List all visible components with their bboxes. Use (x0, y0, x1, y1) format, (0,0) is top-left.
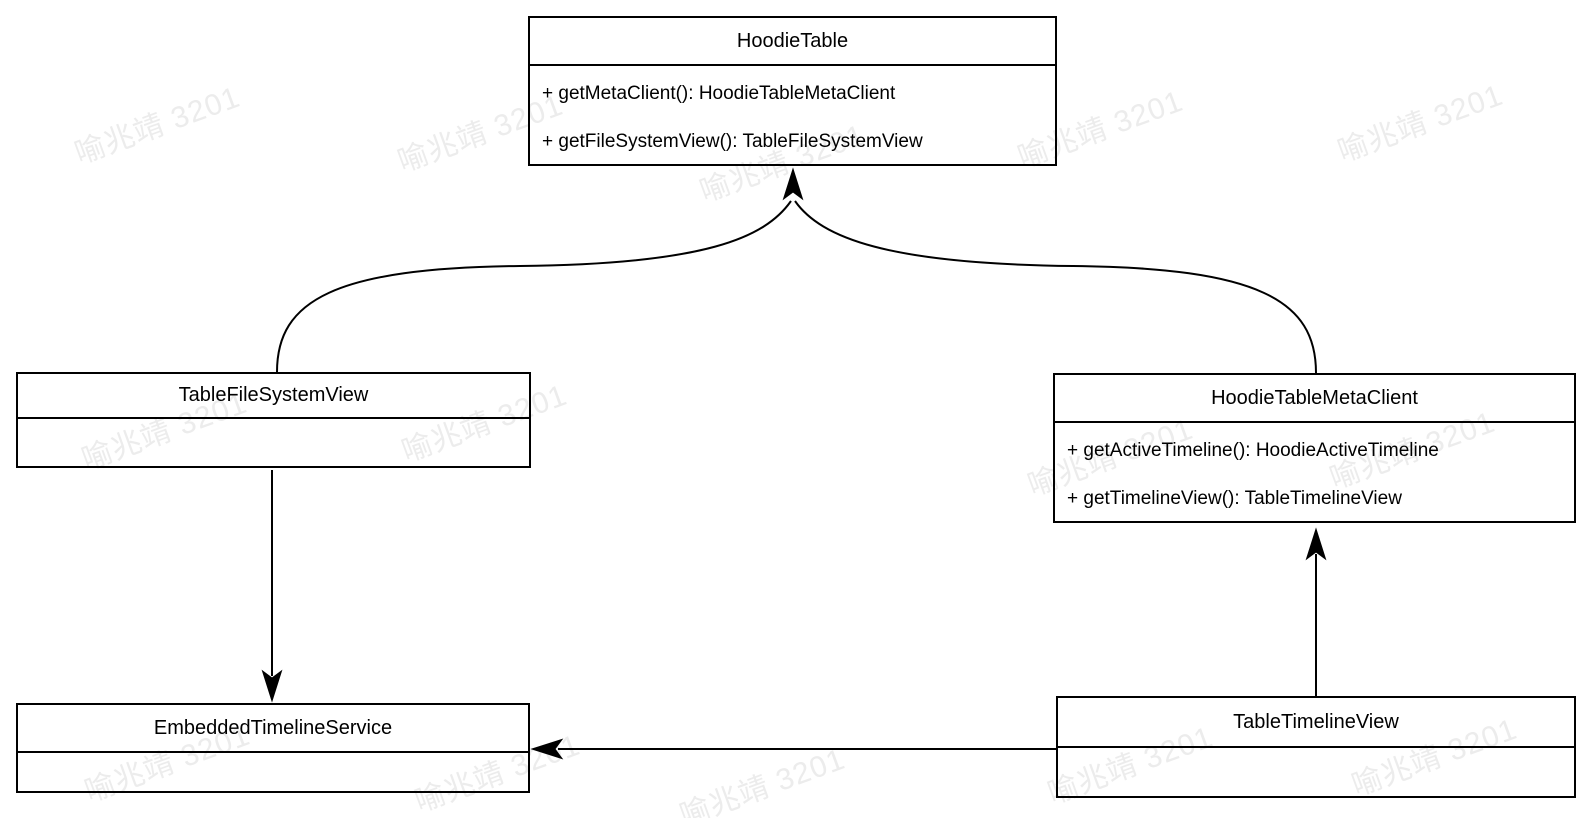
class-title: EmbeddedTimelineService (18, 705, 528, 753)
edge-hoodietablemetaclient-to-hoodietable (794, 200, 1317, 374)
class-method: + getActiveTimeline(): HoodieActiveTimel… (1067, 440, 1439, 461)
class-methods (18, 419, 529, 423)
class-title: HoodieTableMetaClient (1055, 375, 1574, 423)
arrowhead-left-icon (530, 738, 564, 760)
class-methods: + getMetaClient(): HoodieTableMetaClient… (530, 66, 1055, 166)
class-methods (18, 753, 528, 757)
class-title: TableTimelineView (1058, 698, 1574, 748)
class-box-hoodie-table: HoodieTable + getMetaClient(): HoodieTab… (528, 16, 1057, 166)
class-title: TableFileSystemView (18, 374, 529, 419)
arrowhead-up-icon (1305, 527, 1327, 561)
class-box-hoodie-table-meta-client: HoodieTableMetaClient + getActiveTimelin… (1053, 373, 1576, 523)
arrowhead-up-icon (782, 167, 804, 201)
class-methods (1058, 748, 1574, 752)
class-method: + getFileSystemView(): TableFileSystemVi… (542, 131, 923, 152)
class-box-table-file-system-view: TableFileSystemView (16, 372, 531, 468)
class-method: + getMetaClient(): HoodieTableMetaClient (542, 83, 896, 104)
class-title: HoodieTable (530, 18, 1055, 66)
class-box-embedded-timeline-service: EmbeddedTimelineService (16, 703, 530, 793)
class-methods: + getActiveTimeline(): HoodieActiveTimel… (1055, 423, 1574, 523)
arrowhead-down-icon (261, 669, 283, 703)
edge-tablefilesystemview-to-hoodietable (276, 200, 792, 373)
class-method: + getTimelineView(): TableTimelineView (1067, 488, 1402, 509)
class-box-table-timeline-view: TableTimelineView (1056, 696, 1576, 798)
